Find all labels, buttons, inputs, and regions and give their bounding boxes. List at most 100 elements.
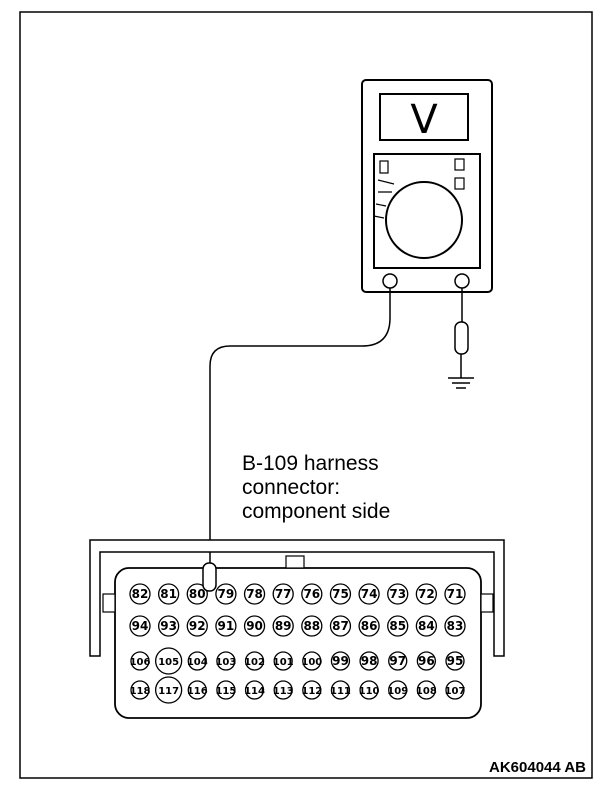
pin-103 <box>216 651 236 671</box>
pin-label-91: 91 <box>218 619 235 633</box>
pin-78 <box>243 583 266 605</box>
pin-label-83: 83 <box>447 619 464 633</box>
pin-105 <box>154 647 183 675</box>
pin-84 <box>415 615 438 637</box>
pin-label-111: 111 <box>330 686 351 697</box>
pin-label-105: 105 <box>158 657 179 668</box>
ground-lead <box>448 288 474 389</box>
pin-118 <box>130 680 150 700</box>
pin-label-89: 89 <box>275 619 292 633</box>
pin-116 <box>187 680 207 700</box>
pin-label-95: 95 <box>447 654 464 668</box>
pin-110 <box>359 680 379 700</box>
pin-90 <box>243 615 266 637</box>
pin-94 <box>129 615 151 637</box>
voltmeter-switch-right <box>454 177 465 190</box>
caption-line-2: connector: <box>242 476 340 499</box>
pin-87 <box>329 615 352 637</box>
pin-80 <box>186 583 208 605</box>
pin-label-110: 110 <box>359 686 380 697</box>
pin-label-85: 85 <box>389 619 406 633</box>
pin-108 <box>416 680 437 700</box>
pin-88 <box>301 615 323 637</box>
pin-label-104: 104 <box>187 657 208 668</box>
pin-114 <box>244 680 265 700</box>
caption-line-1: B-109 harness <box>242 452 379 475</box>
pin-104 <box>187 651 207 671</box>
pin-label-73: 73 <box>389 587 406 601</box>
outer-border <box>19 11 593 779</box>
positive-probe <box>202 562 217 592</box>
pin-73 <box>387 583 409 605</box>
pin-92 <box>186 615 208 637</box>
pin-label-103: 103 <box>215 657 236 668</box>
pin-label-84: 84 <box>418 619 435 633</box>
pin-label-76: 76 <box>303 587 320 601</box>
voltmeter-terminal-negative <box>454 273 470 289</box>
pin-label-118: 118 <box>130 686 151 697</box>
pin-95 <box>445 651 465 671</box>
pin-112 <box>302 680 322 700</box>
pin-label-92: 92 <box>189 619 206 633</box>
connector-caption: B-109 harness connector: component side <box>242 452 390 523</box>
pin-label-98: 98 <box>361 654 378 668</box>
pin-label-102: 102 <box>244 657 265 668</box>
pin-71 <box>444 583 466 605</box>
pin-label-77: 77 <box>275 587 292 601</box>
pin-76 <box>301 583 323 605</box>
pin-77 <box>272 583 294 605</box>
voltmeter-display <box>379 93 469 141</box>
connector-shell <box>89 539 505 657</box>
connector-latch-left <box>102 593 116 613</box>
positive-lead-wire <box>209 288 391 568</box>
pin-109 <box>388 680 408 700</box>
voltmeter-terminal-positive <box>382 273 398 289</box>
pin-label-82: 82 <box>132 587 149 601</box>
connector-latch-right <box>480 593 494 613</box>
pin-106 <box>130 651 150 671</box>
pin-91 <box>215 615 237 637</box>
pin-99 <box>330 651 351 671</box>
pin-96 <box>416 651 437 671</box>
pin-93 <box>157 615 180 637</box>
pin-label-80: 80 <box>189 587 206 601</box>
pin-89 <box>272 615 294 637</box>
pin-74 <box>358 583 380 605</box>
pin-label-81: 81 <box>160 587 177 601</box>
ground-probe <box>454 321 469 355</box>
pin-label-71: 71 <box>447 587 464 601</box>
pin-117 <box>154 676 183 704</box>
pin-75 <box>329 583 352 605</box>
voltmeter-dial <box>385 181 463 259</box>
pin-85 <box>387 615 409 637</box>
voltmeter-symbol: V <box>410 97 438 143</box>
pin-label-116: 116 <box>187 686 208 697</box>
pin-113 <box>273 680 293 700</box>
pin-label-96: 96 <box>418 654 435 668</box>
pin-111 <box>330 680 351 700</box>
reference-code: AK604044 AB <box>489 759 586 776</box>
pin-label-113: 113 <box>273 686 294 697</box>
pin-label-86: 86 <box>361 619 378 633</box>
pin-label-75: 75 <box>332 587 349 601</box>
pin-100 <box>302 651 322 671</box>
pin-label-100: 100 <box>301 657 322 668</box>
pin-label-108: 108 <box>416 686 437 697</box>
pin-label-99: 99 <box>332 654 349 668</box>
pin-83 <box>444 615 466 637</box>
pin-label-93: 93 <box>160 619 177 633</box>
pin-label-72: 72 <box>418 587 435 601</box>
voltmeter-switch-left <box>379 160 389 174</box>
pin-label-101: 101 <box>273 657 294 668</box>
pin-label-87: 87 <box>332 619 349 633</box>
voltmeter-dial-ticks <box>373 179 395 219</box>
pin-label-97: 97 <box>389 654 406 668</box>
pin-label-94: 94 <box>132 619 149 633</box>
pin-101 <box>273 651 293 671</box>
pin-label-112: 112 <box>301 686 322 697</box>
pin-label-79: 79 <box>218 587 235 601</box>
pin-79 <box>215 583 237 605</box>
